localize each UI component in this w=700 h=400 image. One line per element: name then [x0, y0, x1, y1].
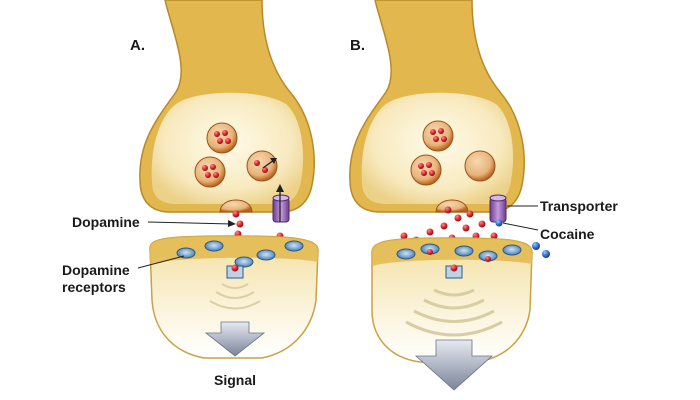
- panel-b: [349, 0, 550, 391]
- panel-b-label: B.: [350, 37, 365, 54]
- vesicle: [206, 122, 238, 154]
- cocaine-label: Cocaine: [540, 226, 595, 242]
- transporter-icon: [272, 194, 290, 223]
- vesicle: [194, 156, 226, 188]
- signal-waves-a: [209, 283, 261, 310]
- vesicle: [246, 150, 278, 182]
- dopamine-label: Dopamine: [72, 214, 140, 230]
- vesicle: [464, 150, 496, 182]
- panel-a-label: A.: [130, 37, 145, 54]
- cocaine-molecules: [532, 242, 550, 258]
- reuptake-arrow-icon: [262, 158, 284, 222]
- transporter-label: Transporter: [540, 198, 618, 214]
- dopamine-receptors: [176, 240, 304, 279]
- dopamine-leader-line: [147, 221, 233, 225]
- receptors-label-line2: receptors: [62, 279, 126, 295]
- signal-waves-b: [405, 288, 503, 337]
- transporter-icon: [489, 194, 507, 227]
- signal-label: Signal: [214, 372, 257, 388]
- signal-arrow-icon: [204, 321, 266, 357]
- receptors-leader-line: [137, 255, 185, 269]
- vesicle: [410, 154, 442, 186]
- panel-a: [137, 0, 319, 359]
- dopamine-receptors: [396, 243, 522, 279]
- receptors-label-line1: Dopamine: [62, 262, 130, 278]
- vesicle: [422, 120, 454, 152]
- signal-arrow-icon: [414, 339, 494, 391]
- cocaine-leader-line: [502, 222, 539, 231]
- vesicle-fusing: [219, 199, 253, 213]
